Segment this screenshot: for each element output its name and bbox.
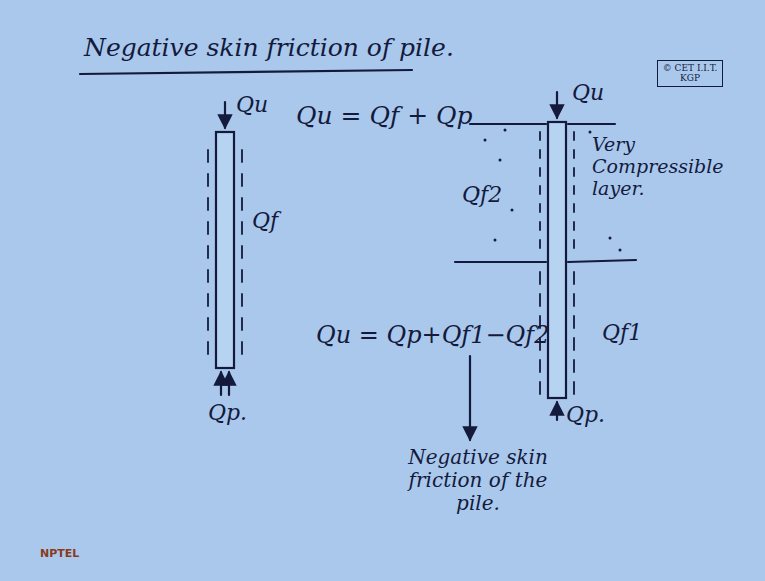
- watermark: © CET I.I.T. KGP: [657, 60, 723, 87]
- equation: Qu = Qf + Qp: [296, 102, 473, 131]
- layer-note: Very Compressible layer.: [592, 134, 702, 200]
- equation: Qu = Qp+Qf1−Qf2: [316, 322, 549, 350]
- friction-label: Qf1: [602, 320, 642, 345]
- tip-label: Qp.: [208, 400, 247, 425]
- load-label: Qu: [236, 92, 268, 117]
- friction-label: Qf2: [462, 182, 502, 207]
- load-label: Qu: [572, 80, 604, 105]
- title: Negative skin friction of pile.: [84, 34, 454, 63]
- note: Negative skin friction of the pile.: [398, 446, 558, 515]
- logo-text: NPTEL: [40, 548, 79, 561]
- friction-label: Qf: [252, 208, 278, 233]
- tip-label: Qp.: [566, 402, 605, 427]
